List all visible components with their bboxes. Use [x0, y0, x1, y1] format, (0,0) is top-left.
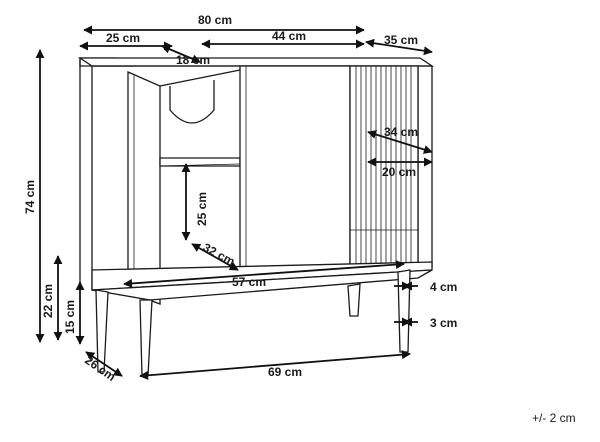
middle-door: [239, 65, 351, 272]
label-left-width: 25 cm: [106, 31, 140, 45]
leg-back-left: [139, 299, 153, 377]
label-base-width: 57 cm: [232, 275, 266, 289]
label-shelf-depth: 32 cm: [201, 240, 238, 268]
tolerance-note: +/- 2 cm: [532, 411, 576, 425]
dimension-labels: 80 cm 25 cm 18 cm 44 cm 35 cm 34 cm 20 c…: [23, 13, 576, 425]
fluted-lines: [355, 66, 412, 268]
label-hole-offset: 18 cm: [176, 53, 210, 67]
label-drawer-depth: 20 cm: [382, 165, 416, 179]
pipe-cutout: [169, 80, 215, 124]
label-leg-top: 4 cm: [430, 280, 457, 294]
dimension-arrows: [35, 25, 433, 380]
open-door: [127, 71, 161, 305]
label-leg-span: 69 cm: [268, 365, 302, 379]
label-total-width: 80 cm: [198, 13, 232, 27]
label-leg-height: 22 cm: [41, 284, 55, 318]
label-clearance: 15 cm: [63, 300, 77, 334]
label-middle-width: 44 cm: [272, 29, 306, 43]
top-surface: [77, 57, 435, 67]
label-inner-depth: 34 cm: [384, 125, 418, 139]
leg-front-right: [347, 283, 361, 317]
label-leg-bottom: 3 cm: [430, 316, 457, 330]
cabinet-drawing: [77, 57, 435, 377]
label-total-height: 74 cm: [23, 180, 37, 214]
label-total-depth: 35 cm: [384, 33, 418, 47]
leg-back-right: [397, 269, 411, 353]
label-shelf-height: 25 cm: [195, 192, 209, 226]
